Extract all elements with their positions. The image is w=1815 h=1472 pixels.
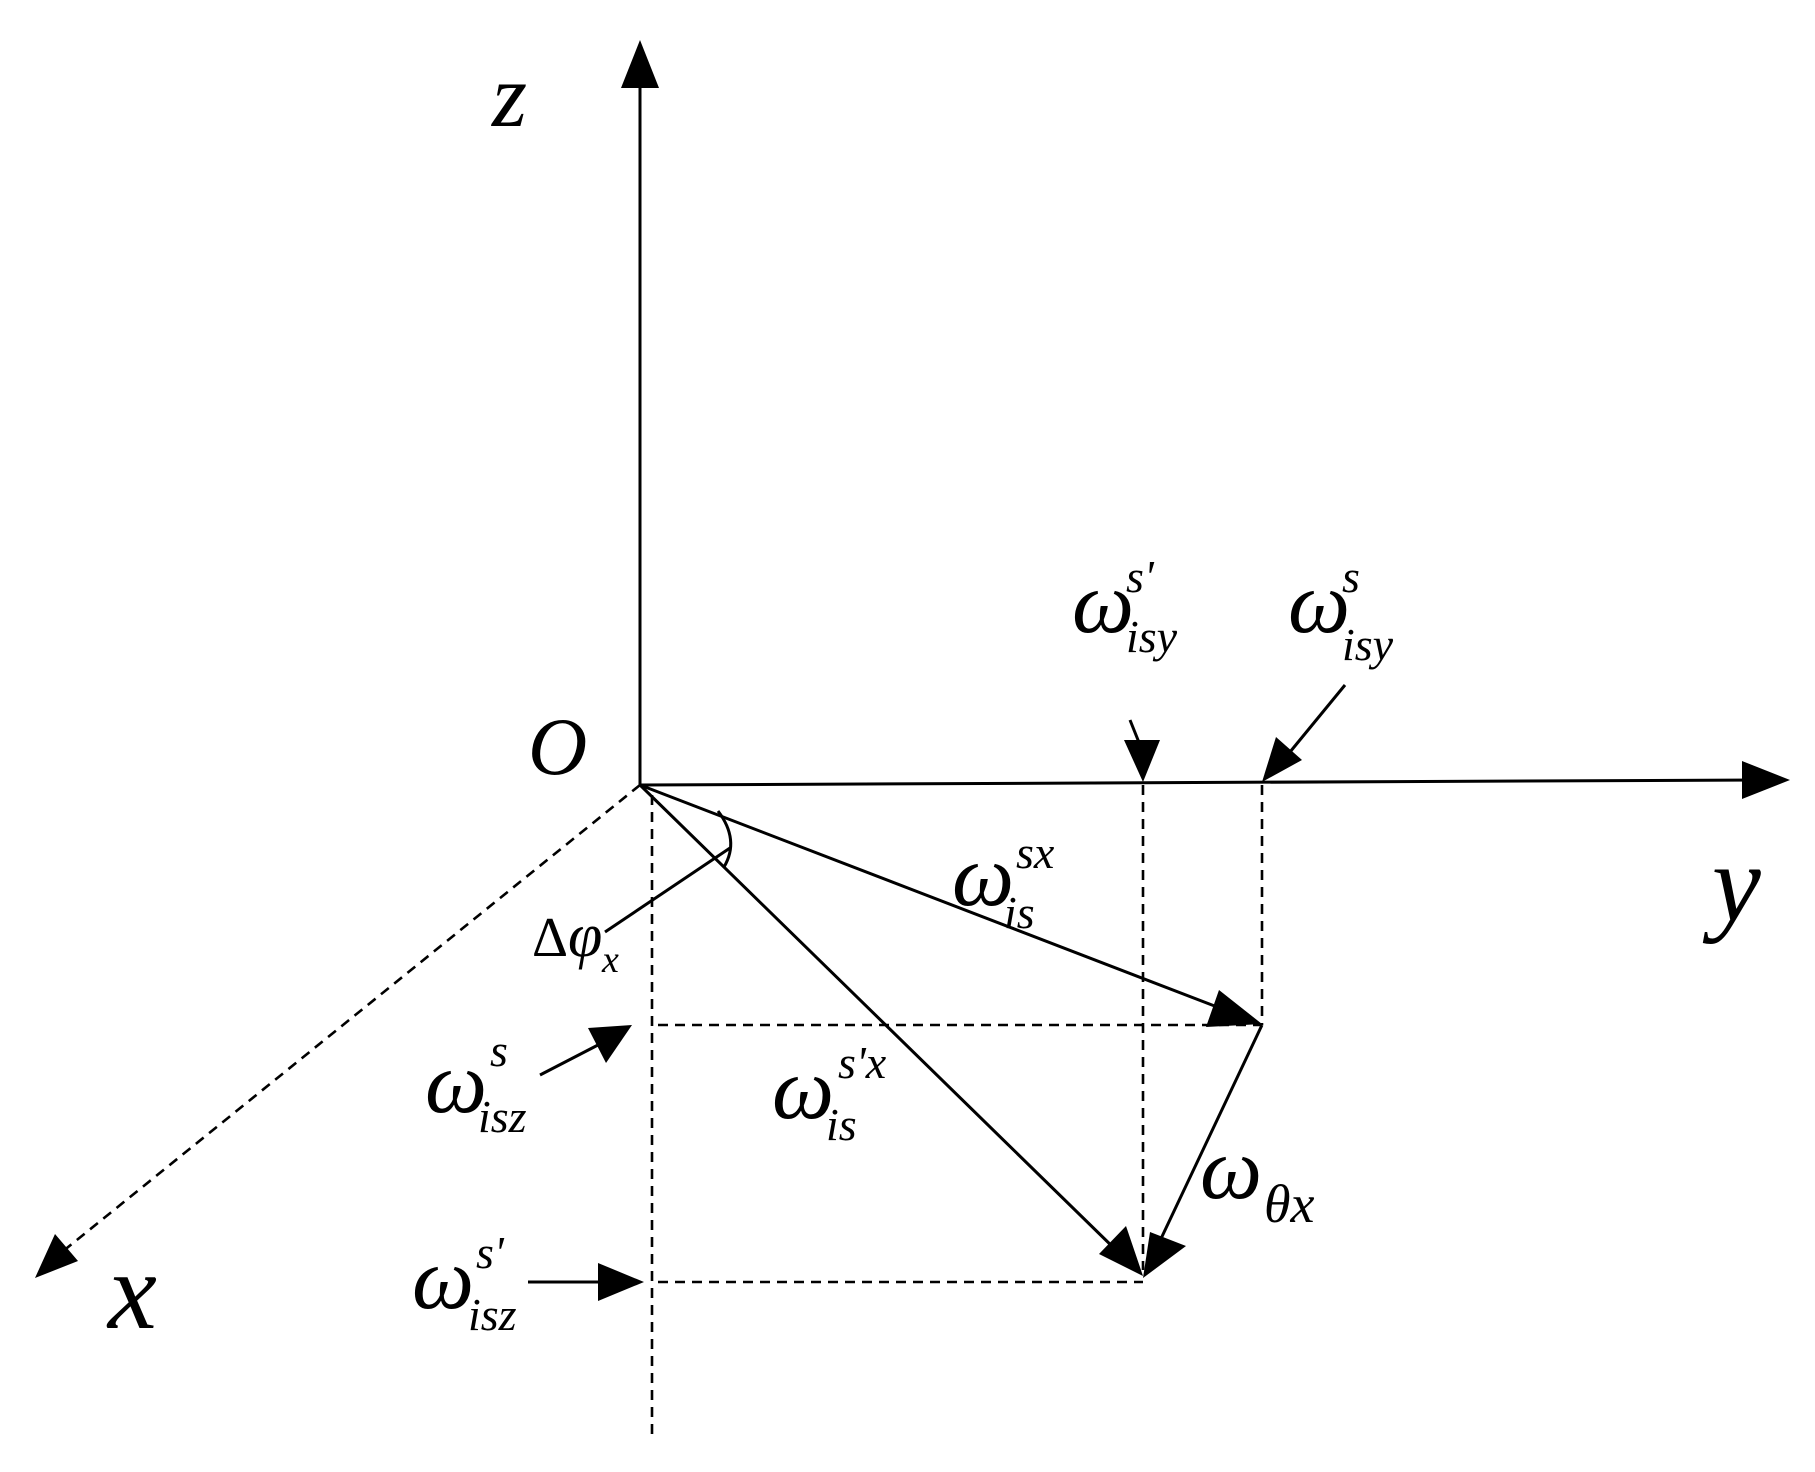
isz-prime-pointer-arrowhead <box>598 1263 644 1301</box>
w-is-sx-sup: sx <box>1016 827 1055 878</box>
vector-w-is-sx <box>639 783 1226 1012</box>
w-isy-sub: isy <box>1342 619 1394 670</box>
delta-phi-x-base: φ <box>568 902 602 970</box>
vector-w-is-sx-arrowhead <box>1206 990 1262 1027</box>
label-w-isy-prime: ω s' isy <box>1072 551 1178 662</box>
w-isy-sup: s <box>1342 551 1360 602</box>
x-axis-arrowhead <box>35 1234 78 1278</box>
w-theta-x-sub: θx <box>1264 1174 1315 1234</box>
isz-pointer-line <box>539 1043 599 1077</box>
z-axis-label: z <box>490 47 527 146</box>
w-is-sprime-x-base: ω <box>772 1041 834 1138</box>
origin-label: O <box>528 701 587 792</box>
x-axis-label: x <box>106 1230 157 1352</box>
delta-phi-x-delta: Δ <box>532 907 568 969</box>
w-isz-sup: s <box>490 1025 508 1076</box>
isy-prime-pointer-arrowhead <box>1124 740 1160 782</box>
w-theta-x-base: ω <box>1200 1121 1262 1218</box>
vector-w-is-sprime-x <box>638 783 1120 1254</box>
w-is-sx-sub: is <box>1004 887 1035 938</box>
delta-phi-angle-arc <box>716 810 733 868</box>
w-isz-base: ω <box>425 1035 487 1132</box>
delta-phi-leader-line <box>604 846 731 934</box>
isy-pointer-arrowhead <box>1262 737 1302 782</box>
w-isz-sub: isz <box>478 1091 527 1142</box>
vector-w-theta-x-arrowhead <box>1143 1232 1186 1278</box>
y-axis-label: y <box>1702 822 1761 944</box>
w-isy-prime-sub: isy <box>1126 611 1178 662</box>
w-isz-prime-sub: isz <box>468 1289 517 1340</box>
w-isz-prime-base: ω <box>412 1231 474 1328</box>
w-isz-prime-sup: s' <box>476 1227 505 1278</box>
z-axis-arrowhead <box>621 40 659 88</box>
label-w-isz: ω s isz <box>425 1025 527 1142</box>
isy-pointer-line <box>1288 684 1347 753</box>
vector-w-theta-x <box>1156 1024 1264 1246</box>
w-isy-prime-base: ω <box>1072 555 1134 652</box>
delta-phi-x-sub: x <box>601 939 619 981</box>
w-is-sx-base: ω <box>952 828 1014 925</box>
vector-w-is-sprime-x-arrowhead <box>1099 1226 1143 1276</box>
w-is-sprime-x-sub: is <box>826 1099 857 1150</box>
w-isy-prime-sup: s' <box>1126 551 1155 602</box>
label-w-theta-x: ω θx <box>1200 1121 1315 1234</box>
w-isy-base: ω <box>1288 555 1350 652</box>
label-w-is-sprime-x: ω s'x is <box>772 1037 887 1150</box>
isz-pointer-arrowhead <box>588 1025 632 1063</box>
w-is-sprime-x-sup: s'x <box>838 1037 887 1088</box>
label-w-is-sx: ω sx is <box>952 827 1055 938</box>
label-delta-phi-x: Δ φ x <box>532 902 619 981</box>
y-axis-arrowhead <box>1742 761 1790 799</box>
x-axis <box>61 783 641 1254</box>
label-w-isz-prime: ω s' isz <box>412 1227 517 1340</box>
label-w-isy: ω s isy <box>1288 551 1394 670</box>
y-axis <box>639 778 1761 787</box>
